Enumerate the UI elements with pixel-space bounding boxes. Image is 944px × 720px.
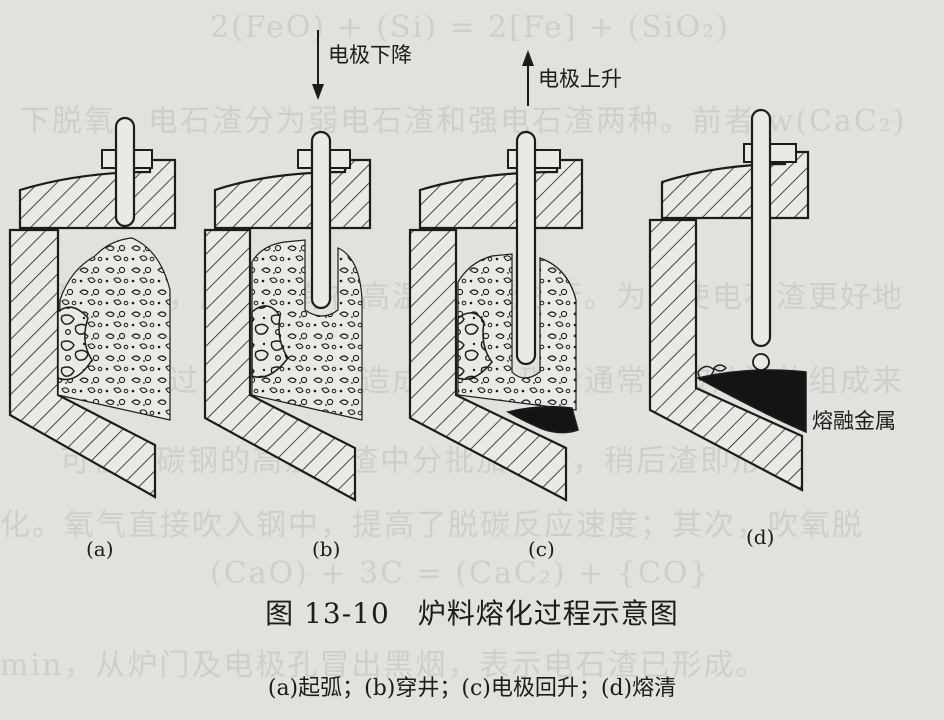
furnace-roof: [418, 158, 584, 230]
bleed-through-text: 化。氧气直接吹入钢中，提高了脱碳反应速度；其次，吹氧脱: [0, 508, 864, 543]
panel-label: (a): [86, 537, 114, 561]
figure-number: 图 13-10: [265, 597, 390, 630]
panel-label: (c): [528, 537, 555, 561]
furnace-roof: [18, 158, 177, 230]
figure-title: 炉料熔化过程示意图: [417, 597, 679, 630]
scrap-chunks: [57, 306, 93, 381]
bleed-through-text: 2(FeO) + (Si) = 2[Fe] + (SiO₂): [210, 10, 730, 45]
molten-metal-label: 熔融金属: [812, 409, 896, 433]
up-arrow-icon: [522, 50, 534, 66]
scrap-charge: [251, 239, 363, 421]
panel-a: (a): [8, 116, 177, 561]
figure-subcaption: (a)起弧；(b)穿井；(c)电极回升；(d)熔清: [267, 676, 677, 701]
electrode: [114, 116, 136, 228]
bleed-through-text: (CaO) + 3C = (CaC₂) + {CO}: [210, 556, 711, 591]
furnace-wall-left: [203, 228, 357, 502]
bleed-through-text: 可在低碳钢的高温熔渣中分批加碳粉，稍后渣即形成: [60, 444, 796, 479]
scrap-chunks: [251, 305, 289, 378]
panel-b: 电极下降 (b): [203, 30, 412, 561]
scrap-charge: [457, 253, 577, 411]
molten-metal: [695, 369, 807, 434]
electrode-down-label: 电极下降: [328, 43, 412, 67]
furnace-roof: [213, 158, 372, 230]
scrap-charge: [57, 237, 171, 421]
furnace-wall-left: [8, 228, 157, 499]
panel-label: (b): [312, 537, 340, 561]
arc-drop: [752, 353, 770, 371]
electrode: [310, 130, 332, 310]
furnace-wall-left: [408, 228, 568, 502]
furnace-wall-left: [648, 218, 804, 492]
panel-d: 熔融金属 (d): [648, 108, 896, 549]
panel-c: 电极上升 (c): [408, 50, 622, 561]
molten-pool: [506, 405, 579, 434]
figure-caption: 图 13-10 炉料熔化过程示意图: [0, 592, 944, 632]
electrode: [515, 130, 537, 366]
panel-label: (d): [746, 525, 774, 549]
scrap-chunks: [457, 312, 493, 380]
electrode: [750, 108, 772, 348]
electrode-up-label: 电极上升: [538, 67, 622, 91]
furnace-roof: [660, 150, 810, 220]
bleed-through-text: min，从炉门及电极孔冒出黑烟，表示电石渣已形成。: [0, 648, 768, 683]
down-arrow-icon: [312, 84, 324, 100]
